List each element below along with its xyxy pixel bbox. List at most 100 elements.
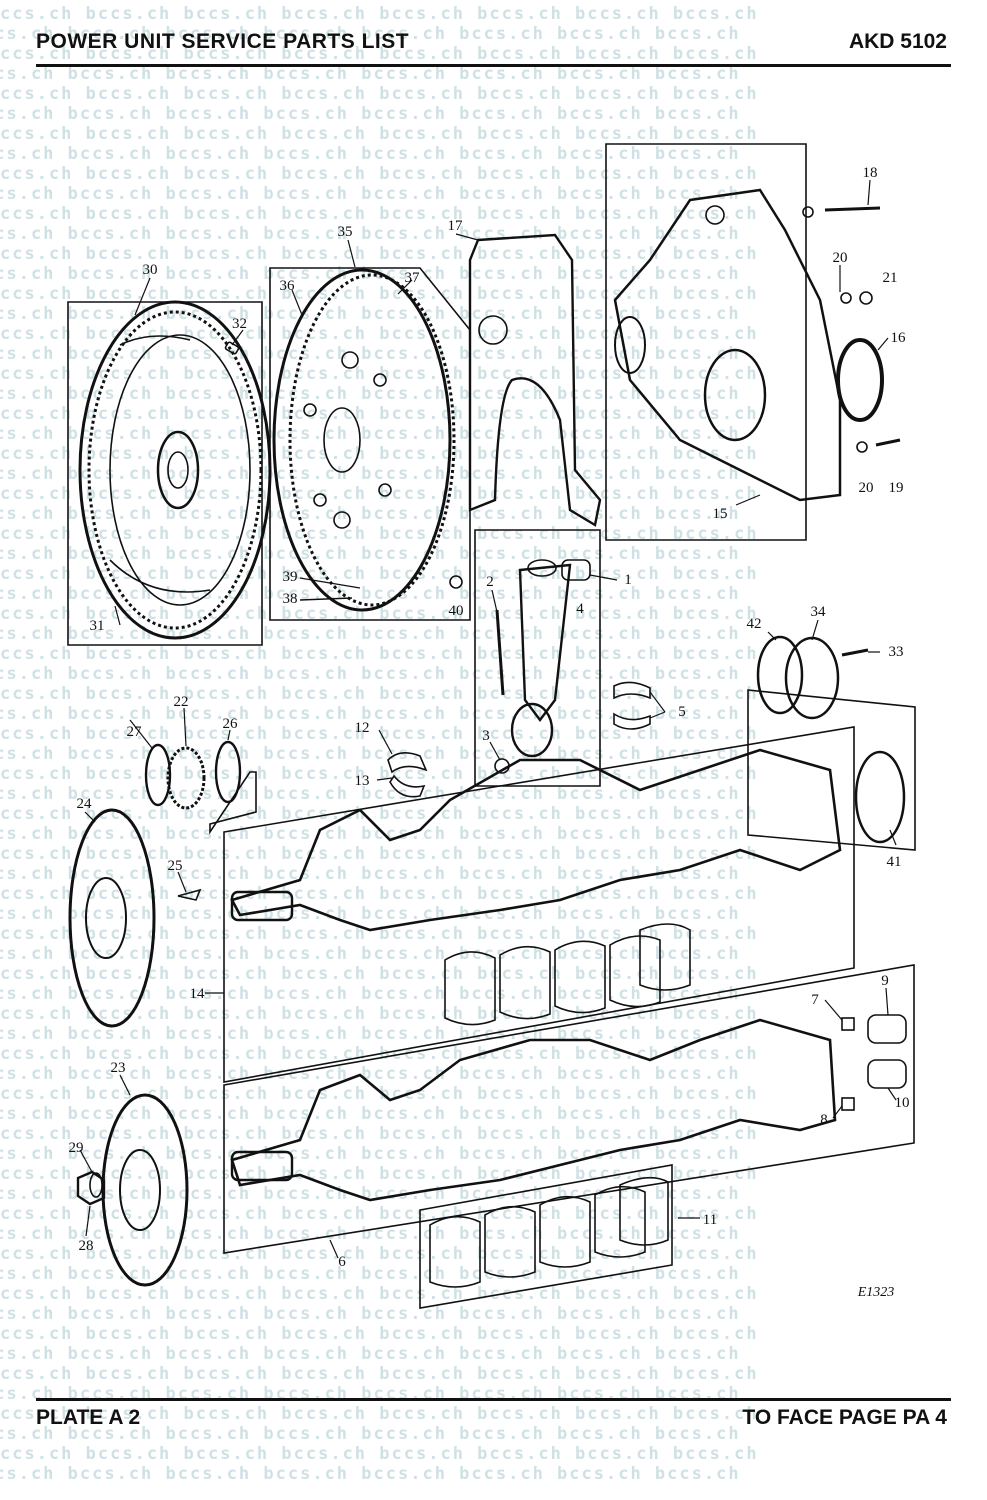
callout-3: 3 xyxy=(482,728,490,744)
rear-plate-15 xyxy=(613,188,842,502)
conrod-group-frame xyxy=(474,529,601,787)
callout-1: 1 xyxy=(624,572,632,588)
dowel-32 xyxy=(224,341,240,355)
callout-25: 25 xyxy=(168,858,183,874)
washer-26 xyxy=(214,740,242,804)
bearing-5-lower xyxy=(613,712,651,730)
washer-20-top xyxy=(802,206,814,218)
callout-12: 12 xyxy=(355,720,370,736)
damper-hub xyxy=(119,1149,161,1231)
dowel-8 xyxy=(841,1097,855,1111)
flange-41 xyxy=(854,750,906,844)
callout-9: 9 xyxy=(881,973,889,989)
main-bearing-shells-11 xyxy=(429,1176,669,1288)
callout-17: 17 xyxy=(448,218,464,234)
bush-9 xyxy=(867,1014,907,1044)
dowel-7 xyxy=(841,1017,855,1031)
callout-41: 41 xyxy=(887,854,902,870)
callout-labels: 30 32 31 35 36 37 39 38 40 17 18 20 21 1… xyxy=(69,165,910,1300)
plate-34 xyxy=(784,636,840,720)
adaptor-42 xyxy=(756,635,804,715)
screw-19 xyxy=(875,438,901,447)
bearing-5-upper xyxy=(613,681,651,700)
callout-32: 32 xyxy=(232,316,247,332)
callout-23: 23 xyxy=(111,1060,126,1076)
callout-15: 15 xyxy=(713,506,728,522)
callout-27: 27 xyxy=(127,724,143,740)
callout-4: 4 xyxy=(576,601,584,617)
bearing-11-frame xyxy=(419,1164,673,1309)
callout-19: 19 xyxy=(889,480,904,496)
callout-24: 24 xyxy=(77,796,93,812)
pulley-24 xyxy=(68,808,156,1028)
gasket-17 xyxy=(468,233,602,527)
callout-8: 8 xyxy=(820,1112,828,1128)
crankshaft-14 xyxy=(230,748,842,932)
crankshaft-6-frame xyxy=(223,964,915,1254)
flywheel-ring-gear xyxy=(78,300,272,640)
callout-7: 7 xyxy=(811,992,819,1008)
bush-4 xyxy=(561,559,591,581)
callout-31: 31 xyxy=(90,618,105,634)
callout-33: 33 xyxy=(889,644,904,660)
bolt-2 xyxy=(495,609,505,696)
callout-5: 5 xyxy=(678,704,686,720)
callout-13: 13 xyxy=(355,773,370,789)
callout-30: 30 xyxy=(143,262,158,278)
document-code: AKD 5102 xyxy=(848,30,947,53)
callout-10: 10 xyxy=(895,1095,910,1111)
washer-29 xyxy=(89,1172,103,1198)
bolt-38 xyxy=(299,597,353,601)
washer-20-mid xyxy=(840,292,852,304)
plate-label: PLATE A 2 xyxy=(36,1406,141,1429)
callout-2: 2 xyxy=(486,574,494,590)
callout-14: 14 xyxy=(190,986,206,1002)
screw-33 xyxy=(841,648,869,657)
thrust-washer-12 xyxy=(387,752,428,774)
callout-21: 21 xyxy=(883,270,898,286)
callout-11: 11 xyxy=(703,1212,717,1228)
callout-22: 22 xyxy=(174,694,189,710)
callout-35: 35 xyxy=(338,224,353,240)
pulley-hub xyxy=(85,877,127,959)
oil-seal-16 xyxy=(836,338,884,422)
crankshaft-6 xyxy=(230,1018,837,1202)
crankshaft-14-frame xyxy=(223,726,855,1083)
callout-28: 28 xyxy=(79,1238,94,1254)
callout-36: 36 xyxy=(280,278,296,294)
footer-rule xyxy=(36,1398,951,1401)
callout-20-top: 20 xyxy=(833,250,848,266)
callout-16: 16 xyxy=(891,330,907,346)
gasket-hole xyxy=(478,315,508,345)
callout-29: 29 xyxy=(69,1140,84,1156)
flywheel-group-frame xyxy=(67,301,263,646)
key-25 xyxy=(177,888,202,901)
bush-10 xyxy=(867,1059,907,1089)
callout-18: 18 xyxy=(863,165,878,181)
sprocket-group-bracket xyxy=(209,771,257,835)
callout-6: 6 xyxy=(338,1254,346,1270)
screw-18 xyxy=(824,206,881,212)
sprocket-22 xyxy=(166,746,206,810)
thrust-washer-13 xyxy=(389,774,426,798)
face-page-label: TO FACE PAGE PA 4 xyxy=(742,1406,947,1429)
damper-23 xyxy=(101,1093,189,1287)
flange-group-frame xyxy=(747,689,916,851)
leader-lines xyxy=(79,179,897,1259)
callout-37: 37 xyxy=(405,270,421,286)
callout-39: 39 xyxy=(283,569,298,585)
callout-40: 40 xyxy=(449,603,464,619)
connecting-rod-1 xyxy=(510,559,572,758)
callout-26: 26 xyxy=(223,716,239,732)
callout-38: 38 xyxy=(283,591,298,607)
page-title: POWER UNIT SERVICE PARTS LIST xyxy=(36,30,410,53)
callout-42: 42 xyxy=(747,616,762,632)
rear-plate-frame xyxy=(605,143,807,541)
washer-40 xyxy=(449,575,463,589)
nut-21 xyxy=(859,291,873,305)
drive-plate xyxy=(272,268,456,612)
washer-20-bottom xyxy=(856,441,868,453)
header-rule xyxy=(36,64,951,67)
callout-34: 34 xyxy=(811,604,827,620)
